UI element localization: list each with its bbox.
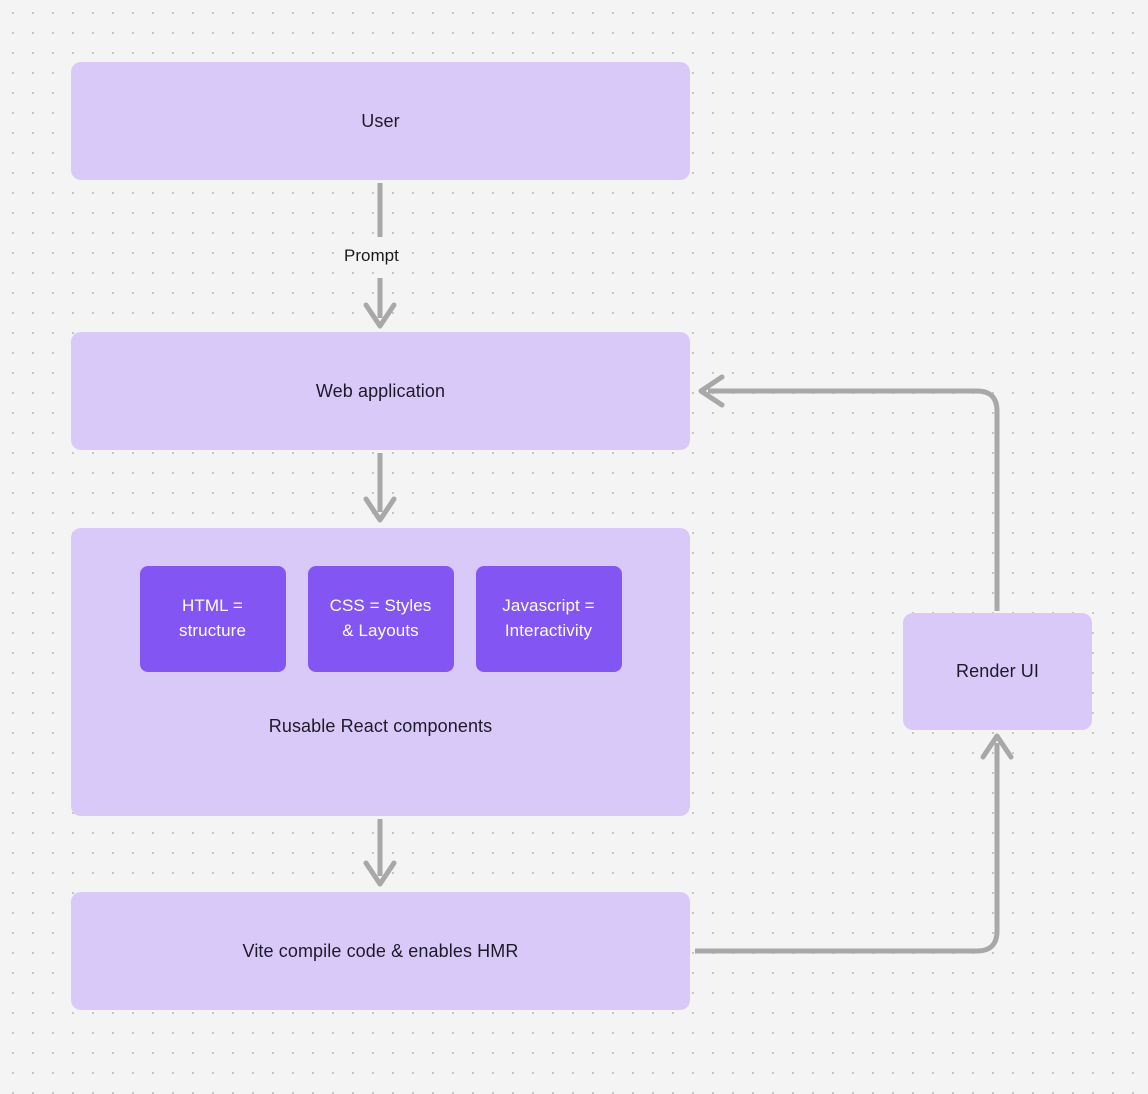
edge-label-prompt: Prompt	[344, 246, 399, 265]
node-html-line2: structure	[178, 621, 247, 640]
node-css-line1: CSS = Styles	[329, 596, 432, 616]
edge-webapp-to-react	[363, 453, 397, 523]
edge-render-to-webapp	[698, 374, 1000, 611]
node-render-ui[interactable]: Render UI	[903, 613, 1092, 730]
edge-react-to-vite	[363, 819, 397, 887]
node-html-line1: HTML =	[182, 596, 243, 616]
node-javascript-line2: Interactivity	[504, 621, 593, 640]
node-html[interactable]: HTML = structure	[139, 566, 286, 672]
inner-node-row: HTML = structure CSS = Styles & Layouts …	[71, 566, 690, 672]
node-css-line2: & Layouts	[342, 621, 419, 640]
node-web-application[interactable]: Web application	[71, 332, 690, 450]
node-javascript[interactable]: Javascript = Interactivity	[475, 566, 622, 672]
node-javascript-line1: Javascript =	[502, 596, 595, 616]
edge-vite-to-render	[695, 733, 1014, 954]
node-react-components-container[interactable]: HTML = structure CSS = Styles & Layouts …	[71, 528, 690, 816]
node-css[interactable]: CSS = Styles & Layouts	[307, 566, 454, 672]
node-user[interactable]: User	[71, 62, 690, 180]
node-react-caption: Rusable React components	[268, 716, 493, 736]
node-vite[interactable]: Vite compile code & enables HMR	[71, 892, 690, 1010]
